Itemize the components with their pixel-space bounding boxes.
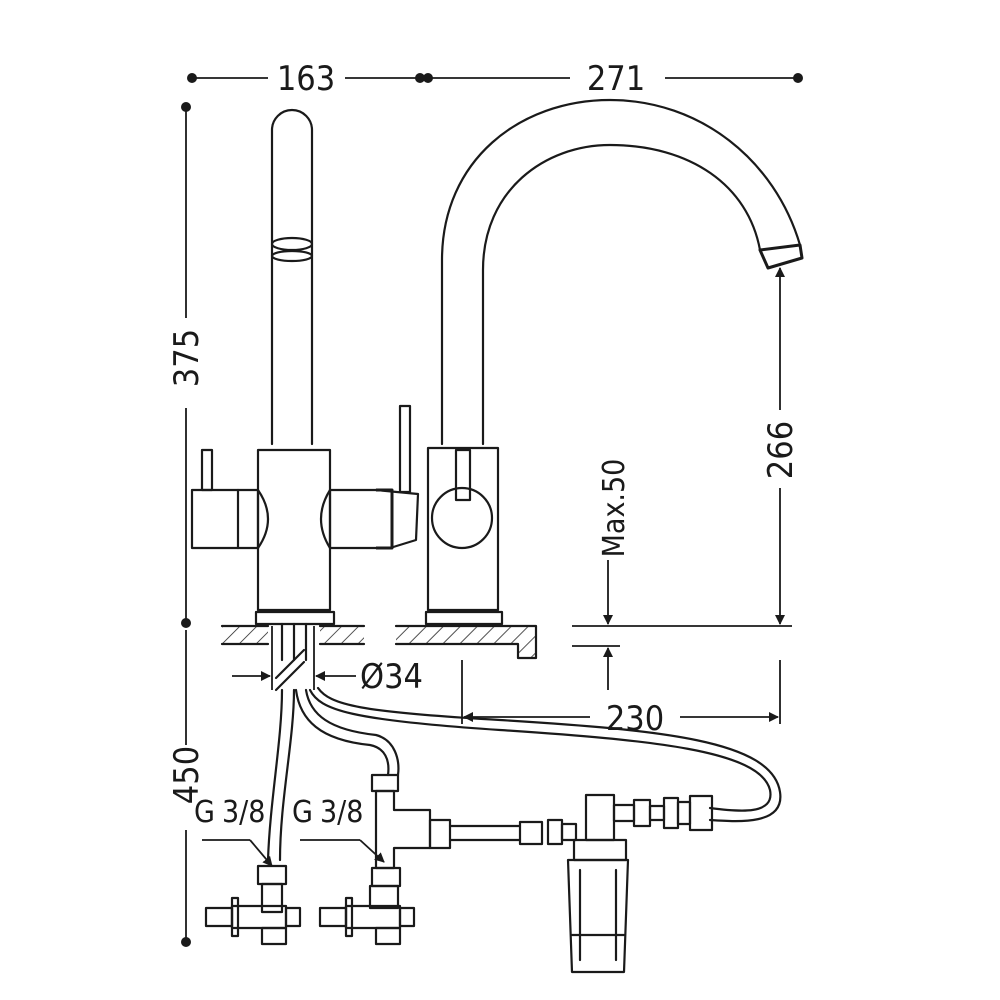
supply-hoses [266, 622, 782, 862]
dim-label-450: 450 [167, 746, 207, 804]
dim-label-diameter: Ø34 [360, 657, 423, 697]
reach-dimension: 230 [461, 660, 781, 739]
thread-label-left-g: G [194, 795, 215, 830]
left-dimension-450: 450 [167, 630, 207, 947]
dim-label-max50: Max.50 [597, 459, 632, 558]
thread-label-right-size: 3/8 [320, 795, 363, 830]
left-dimension-375: 375 [167, 102, 207, 628]
countertop-section [220, 624, 538, 660]
filter-spout [270, 108, 314, 446]
kitchen-body [424, 446, 504, 626]
thread-label-left: G 3/8 [194, 795, 273, 867]
dim-label-163: 163 [277, 59, 335, 99]
top-dimension-163: 163 [187, 59, 425, 99]
deck-thickness-dimension: Max.50 [572, 459, 792, 690]
dim-label-266: 266 [761, 421, 801, 479]
angle-valve-right [318, 884, 416, 946]
dim-label-271: 271 [587, 59, 645, 99]
spout-height-dimension: 266 [761, 267, 801, 625]
tee-connector [370, 773, 432, 888]
thread-label-right-g: G [292, 795, 313, 830]
hole-diameter-dimension: Ø34 [232, 626, 423, 697]
thread-label-right: G 3/8 [292, 795, 385, 863]
filter-body [190, 404, 420, 626]
angle-valve-left [204, 864, 302, 946]
top-dimension-271: 271 [423, 59, 803, 99]
dim-label-375: 375 [167, 329, 207, 387]
filter-cartridge [428, 793, 714, 974]
kitchen-spout [440, 98, 804, 446]
thread-label-left-size: 3/8 [222, 795, 265, 830]
